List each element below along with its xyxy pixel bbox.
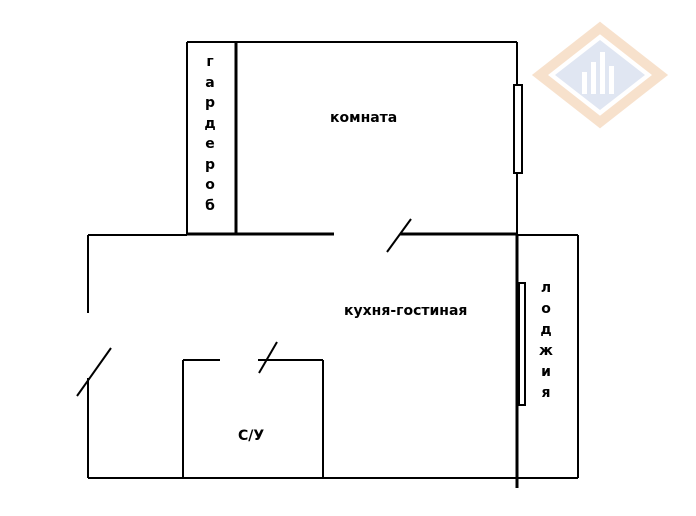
bathroom-door — [258, 341, 278, 374]
wardrobe-label: г а р д е р о б — [202, 52, 218, 216]
loggia-letter: ж — [539, 343, 553, 359]
wardrobe-letter: д — [204, 115, 216, 132]
kitchen-label: кухня-гостиная — [344, 303, 467, 319]
loggia-letter: о — [541, 301, 551, 317]
wardrobe-letter: р — [204, 156, 216, 173]
wardrobe-letter: б — [205, 197, 215, 214]
room-label: комната — [330, 110, 397, 126]
bathroom-label: С/У — [238, 428, 264, 444]
wardrobe-letter: р — [204, 95, 216, 111]
loggia-letter: и — [541, 364, 551, 380]
loggia-label: л о д ж и я — [538, 278, 554, 404]
wardrobe-letter: а — [205, 74, 215, 91]
logo-watermark — [531, 21, 669, 129]
loggia-window — [518, 282, 526, 406]
wardrobe-letter: е — [205, 136, 215, 152]
wardrobe-letter: г — [206, 54, 214, 70]
room-window — [513, 84, 523, 174]
loggia-letter: д — [540, 322, 552, 338]
entrance-door — [76, 347, 112, 397]
room-door — [386, 218, 412, 253]
loggia-letter: л — [540, 280, 552, 296]
loggia-letter: я — [541, 385, 551, 401]
wardrobe-letter: о — [205, 177, 215, 193]
